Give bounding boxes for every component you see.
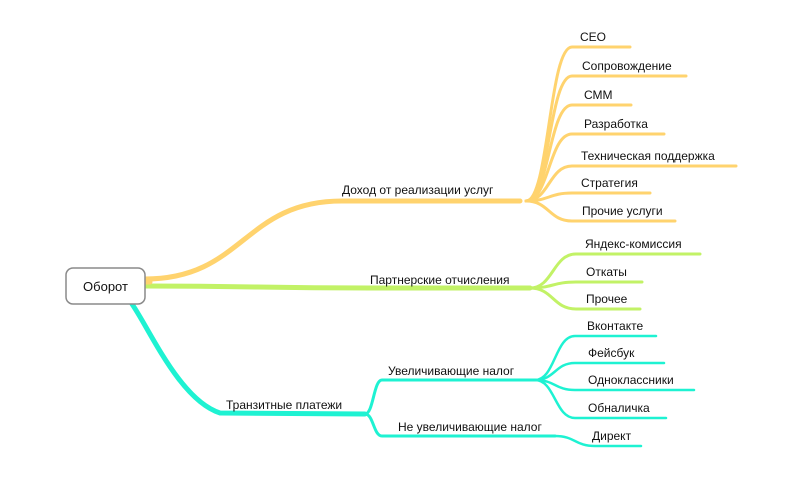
- transit-group-label: Не увеличивающие налог: [398, 420, 542, 434]
- revenue-child-line: [524, 191, 652, 203]
- transit-group-line: [363, 378, 537, 416]
- partner-child-label: Прочее: [586, 292, 628, 306]
- transit-child-line: [533, 378, 668, 420]
- transit-branch-label: Транзитные платежи: [226, 398, 342, 412]
- partner-child-label: Откаты: [586, 265, 627, 279]
- root-node-box[interactable]: [65, 267, 146, 305]
- revenue-child-label: СЕО: [580, 30, 606, 44]
- transit-branch-line: [129, 301, 368, 417]
- transit-child-label: Директ: [592, 429, 632, 443]
- transit-child-line: [553, 434, 643, 448]
- node-labels: Доход от реализации услуг СЕО Сопровождени…: [226, 30, 715, 443]
- transit-group-line: [363, 412, 557, 438]
- transit-child-label: Вконтакте: [587, 319, 643, 333]
- transit-group-label: Увеличивающие налог: [388, 364, 515, 378]
- partner-branch-line: [142, 283, 533, 291]
- connector-lines: [129, 45, 738, 448]
- root-node[interactable]: Оборот: [65, 267, 146, 305]
- transit-child-label: Фейсбук: [588, 346, 635, 360]
- revenue-child-label: СММ: [584, 88, 613, 102]
- transit-child-label: Обналичка: [588, 401, 650, 415]
- revenue-child-label: Сопровождение: [582, 59, 672, 73]
- partner-child-line: [528, 280, 644, 290]
- revenue-child-label: Техническая поддержка: [581, 149, 715, 163]
- revenue-branch-line: [142, 198, 523, 282]
- revenue-child-label: Стратегия: [581, 176, 638, 190]
- revenue-child-label: Прочие услуги: [582, 204, 663, 218]
- revenue-child-line: [524, 199, 677, 223]
- partner-branch-label: Партнерские отчисления: [370, 273, 510, 287]
- partner-child-label: Яндекс-комиссия: [585, 237, 682, 251]
- root-node-label: Оборот: [83, 279, 128, 294]
- revenue-branch-label: Доход от реализации услуг: [342, 183, 494, 197]
- transit-child-label: Одноклассники: [588, 373, 674, 387]
- revenue-child-label: Разработка: [584, 117, 648, 131]
- partner-child-line: [528, 286, 642, 311]
